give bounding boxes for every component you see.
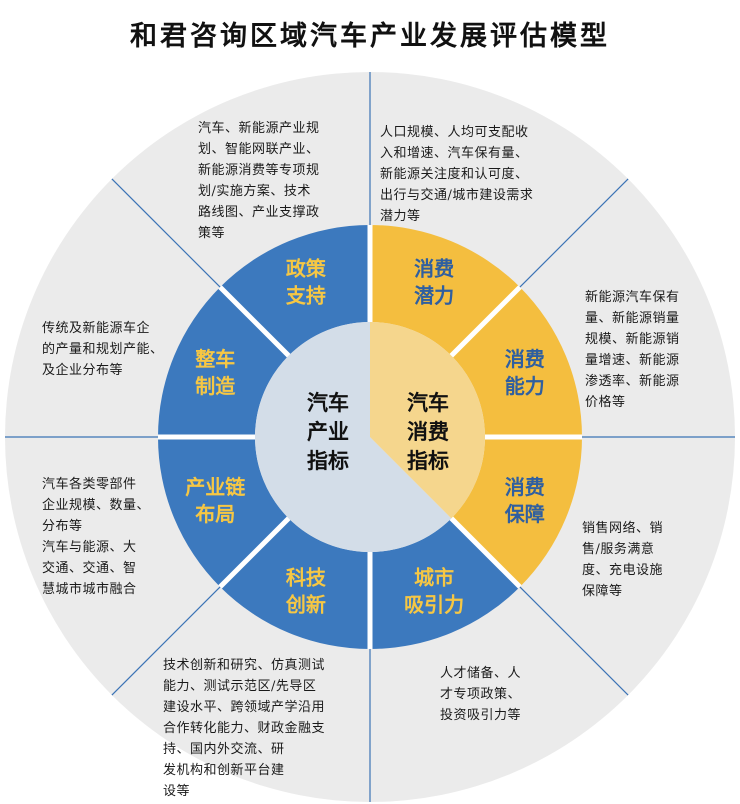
segment-separator xyxy=(449,516,522,589)
consumer-indicator-label: 汽车 消费 指标 xyxy=(407,390,449,473)
diagram-title: 和君咨询区域汽车产业发展评估模型 xyxy=(130,21,610,52)
desc-vehicle-manufacturing: 传统及新能源车企 的产量和规划产能、 及企业分布等 xyxy=(42,321,164,378)
desc-industry-chain: 汽车各类零部件 企业规模、数量、 分布等 汽车与能源、大 交通、交通、智 慧城市… xyxy=(42,477,151,597)
segment-label: 消费潜力 xyxy=(414,256,454,307)
segment-separators xyxy=(158,225,582,649)
desc-consumer-guarantee: 销售网络、销 售/服务满意 度、充电设施 保障等 xyxy=(582,521,664,599)
segment-label: 整车制造 xyxy=(194,347,236,398)
outer-ring-dividers xyxy=(5,72,735,802)
indicator-segments xyxy=(158,225,582,649)
segment-label: 科技创新 xyxy=(285,566,327,617)
segment-label-line2: 保障 xyxy=(504,502,545,526)
segment-label-line2: 布局 xyxy=(195,502,235,526)
segment-label-line1: 产业链 xyxy=(185,475,246,499)
segment-label-line2: 吸引力 xyxy=(404,593,464,617)
outer-divider-line xyxy=(111,586,221,696)
desc-city-attraction: 人才储备、人 才专项政策、 投资吸引力等 xyxy=(440,666,522,723)
industry-center xyxy=(254,322,452,552)
outer-divider-line xyxy=(519,586,629,696)
segment-label-line2: 创新 xyxy=(285,593,326,617)
outer-divider-line xyxy=(519,178,629,288)
segment-label: 城市吸引力 xyxy=(404,566,464,617)
outer-divider-line xyxy=(111,178,221,288)
segment-separator xyxy=(218,516,291,589)
segment-label: 产业链布局 xyxy=(185,475,246,526)
segment-label: 消费能力 xyxy=(505,347,545,398)
segment-label: 消费保障 xyxy=(504,475,545,526)
segment-label-line1: 消费 xyxy=(505,347,545,371)
segment-label-line1: 政策 xyxy=(286,256,327,280)
desc-policy-support: 汽车、新能源产业规 划、智能网联产业、 新能源消费等专项规 划/实施方案、技术 … xyxy=(198,121,320,241)
segment-label-line1: 消费 xyxy=(505,475,545,499)
segment-separator xyxy=(449,285,522,358)
segment-label-line1: 科技 xyxy=(286,566,327,590)
desc-consumer-potential: 人口规模、人均可支配收 入和增速、汽车保有量、 新能源关注度和认可度、 出行与交… xyxy=(380,125,534,224)
desc-consumer-capacity: 新能源汽车保有 量、新能源销量 规模、新能源销 量增速、新能源 渗透率、新能源 … xyxy=(585,290,680,410)
segment-separator xyxy=(218,285,291,358)
segment-label-line1: 整车 xyxy=(194,347,235,371)
segment-label-line2: 能力 xyxy=(505,374,545,398)
segment-label-line1: 城市 xyxy=(414,566,454,590)
segment-label-line2: 支持 xyxy=(286,283,326,307)
segment-label-line1: 消费 xyxy=(414,256,454,280)
industry-indicator-label: 汽车 产业 指标 xyxy=(307,390,349,473)
segment-label-line2: 潜力 xyxy=(414,283,454,307)
segment-label-line2: 制造 xyxy=(195,374,236,398)
consumer-center xyxy=(370,322,485,519)
desc-tech-innovation: 技术创新和研究、仿真测试 能力、测试示范区/先导区 建设水平、跨领域产学沿用 合… xyxy=(163,658,326,799)
segment-label: 政策支持 xyxy=(286,256,327,307)
